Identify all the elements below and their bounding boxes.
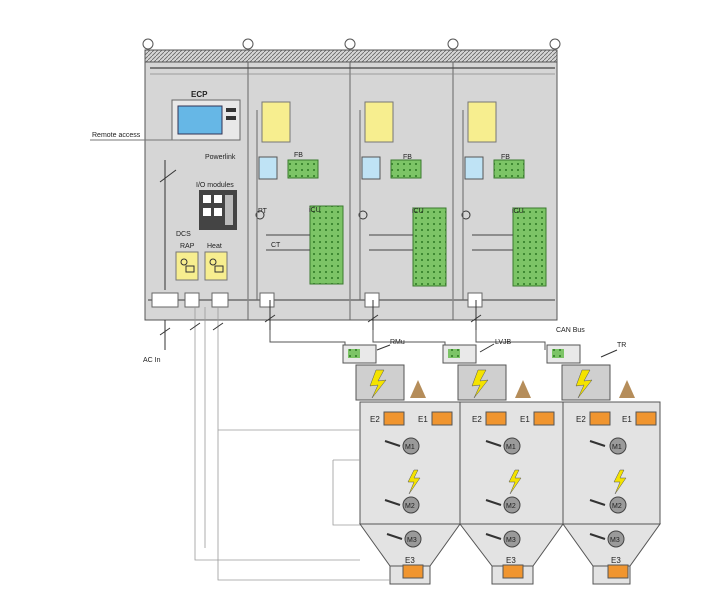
icu-label-2: iCU	[412, 208, 424, 215]
powerlink-label: Powerlink	[205, 154, 236, 161]
e3-label-2: E3	[506, 556, 516, 565]
can-bus-label: CAN Bus	[556, 327, 585, 334]
rmu-box-3	[546, 344, 581, 364]
heat-relay	[204, 251, 228, 281]
motor-icons	[402, 437, 627, 548]
m3-label-2: M3	[506, 537, 516, 544]
controller-column-2	[358, 101, 447, 330]
heat-label: Heat	[207, 243, 222, 250]
rapper-hammer-icons	[384, 440, 606, 540]
rap-relay	[175, 251, 199, 281]
controller-column-3	[461, 101, 547, 330]
rmu-box-1	[342, 344, 377, 364]
ac-in-label: AC In	[143, 357, 161, 364]
e3-label-1: E3	[405, 556, 415, 565]
dcs-label: DCS	[176, 231, 191, 238]
m1-label-2: M1	[506, 444, 516, 451]
breaker-icon	[159, 160, 177, 290]
lvjb-label: LVJB	[495, 339, 512, 346]
control-wiring	[194, 307, 390, 581]
lifting-eye-icon	[142, 38, 561, 50]
m3-label-3: M3	[610, 537, 620, 544]
fb-label-3: FB	[501, 154, 510, 161]
rap-label: RAP	[180, 243, 195, 250]
heater-row	[383, 411, 657, 579]
m2-label-1: M2	[405, 503, 415, 510]
icu-label-1: iCU	[309, 207, 321, 214]
e2-label-3: E2	[576, 415, 586, 424]
m1-label-1: M1	[405, 444, 415, 451]
m1-label-3: M1	[612, 444, 622, 451]
fb-label-2: FB	[403, 154, 412, 161]
transformer-3	[561, 364, 635, 401]
pt-label: PT	[258, 208, 268, 215]
icu-label-3: iCU	[512, 208, 524, 215]
remote-access-label: Remote access	[92, 132, 141, 139]
e2-label-1: E2	[370, 415, 380, 424]
tr-label: TR	[617, 342, 626, 349]
e1-label-1: E1	[418, 415, 428, 424]
ecp-panel	[171, 99, 241, 141]
e1-label-3: E1	[622, 415, 632, 424]
e3-label-3: E3	[611, 556, 621, 565]
m3-label-1: M3	[407, 537, 417, 544]
rmu-label: RMu	[390, 339, 405, 346]
e2-label-2: E2	[472, 415, 482, 424]
e1-label-2: E1	[520, 415, 530, 424]
m2-label-2: M2	[506, 503, 516, 510]
ecp-label: ECP	[191, 90, 208, 99]
transformer-1	[355, 364, 426, 401]
controller-column-1	[255, 101, 344, 330]
m2-label-3: M2	[612, 503, 622, 510]
high-voltage-icons	[407, 469, 627, 495]
fb-label-1: FB	[294, 152, 303, 159]
cable-tick-marks	[159, 314, 482, 336]
transformer-2	[457, 364, 531, 401]
ct-label: CT	[271, 242, 281, 249]
io-modules-label: I/O modules	[196, 182, 234, 189]
io-modules-block	[199, 190, 237, 230]
rmu-box-2	[442, 344, 477, 364]
